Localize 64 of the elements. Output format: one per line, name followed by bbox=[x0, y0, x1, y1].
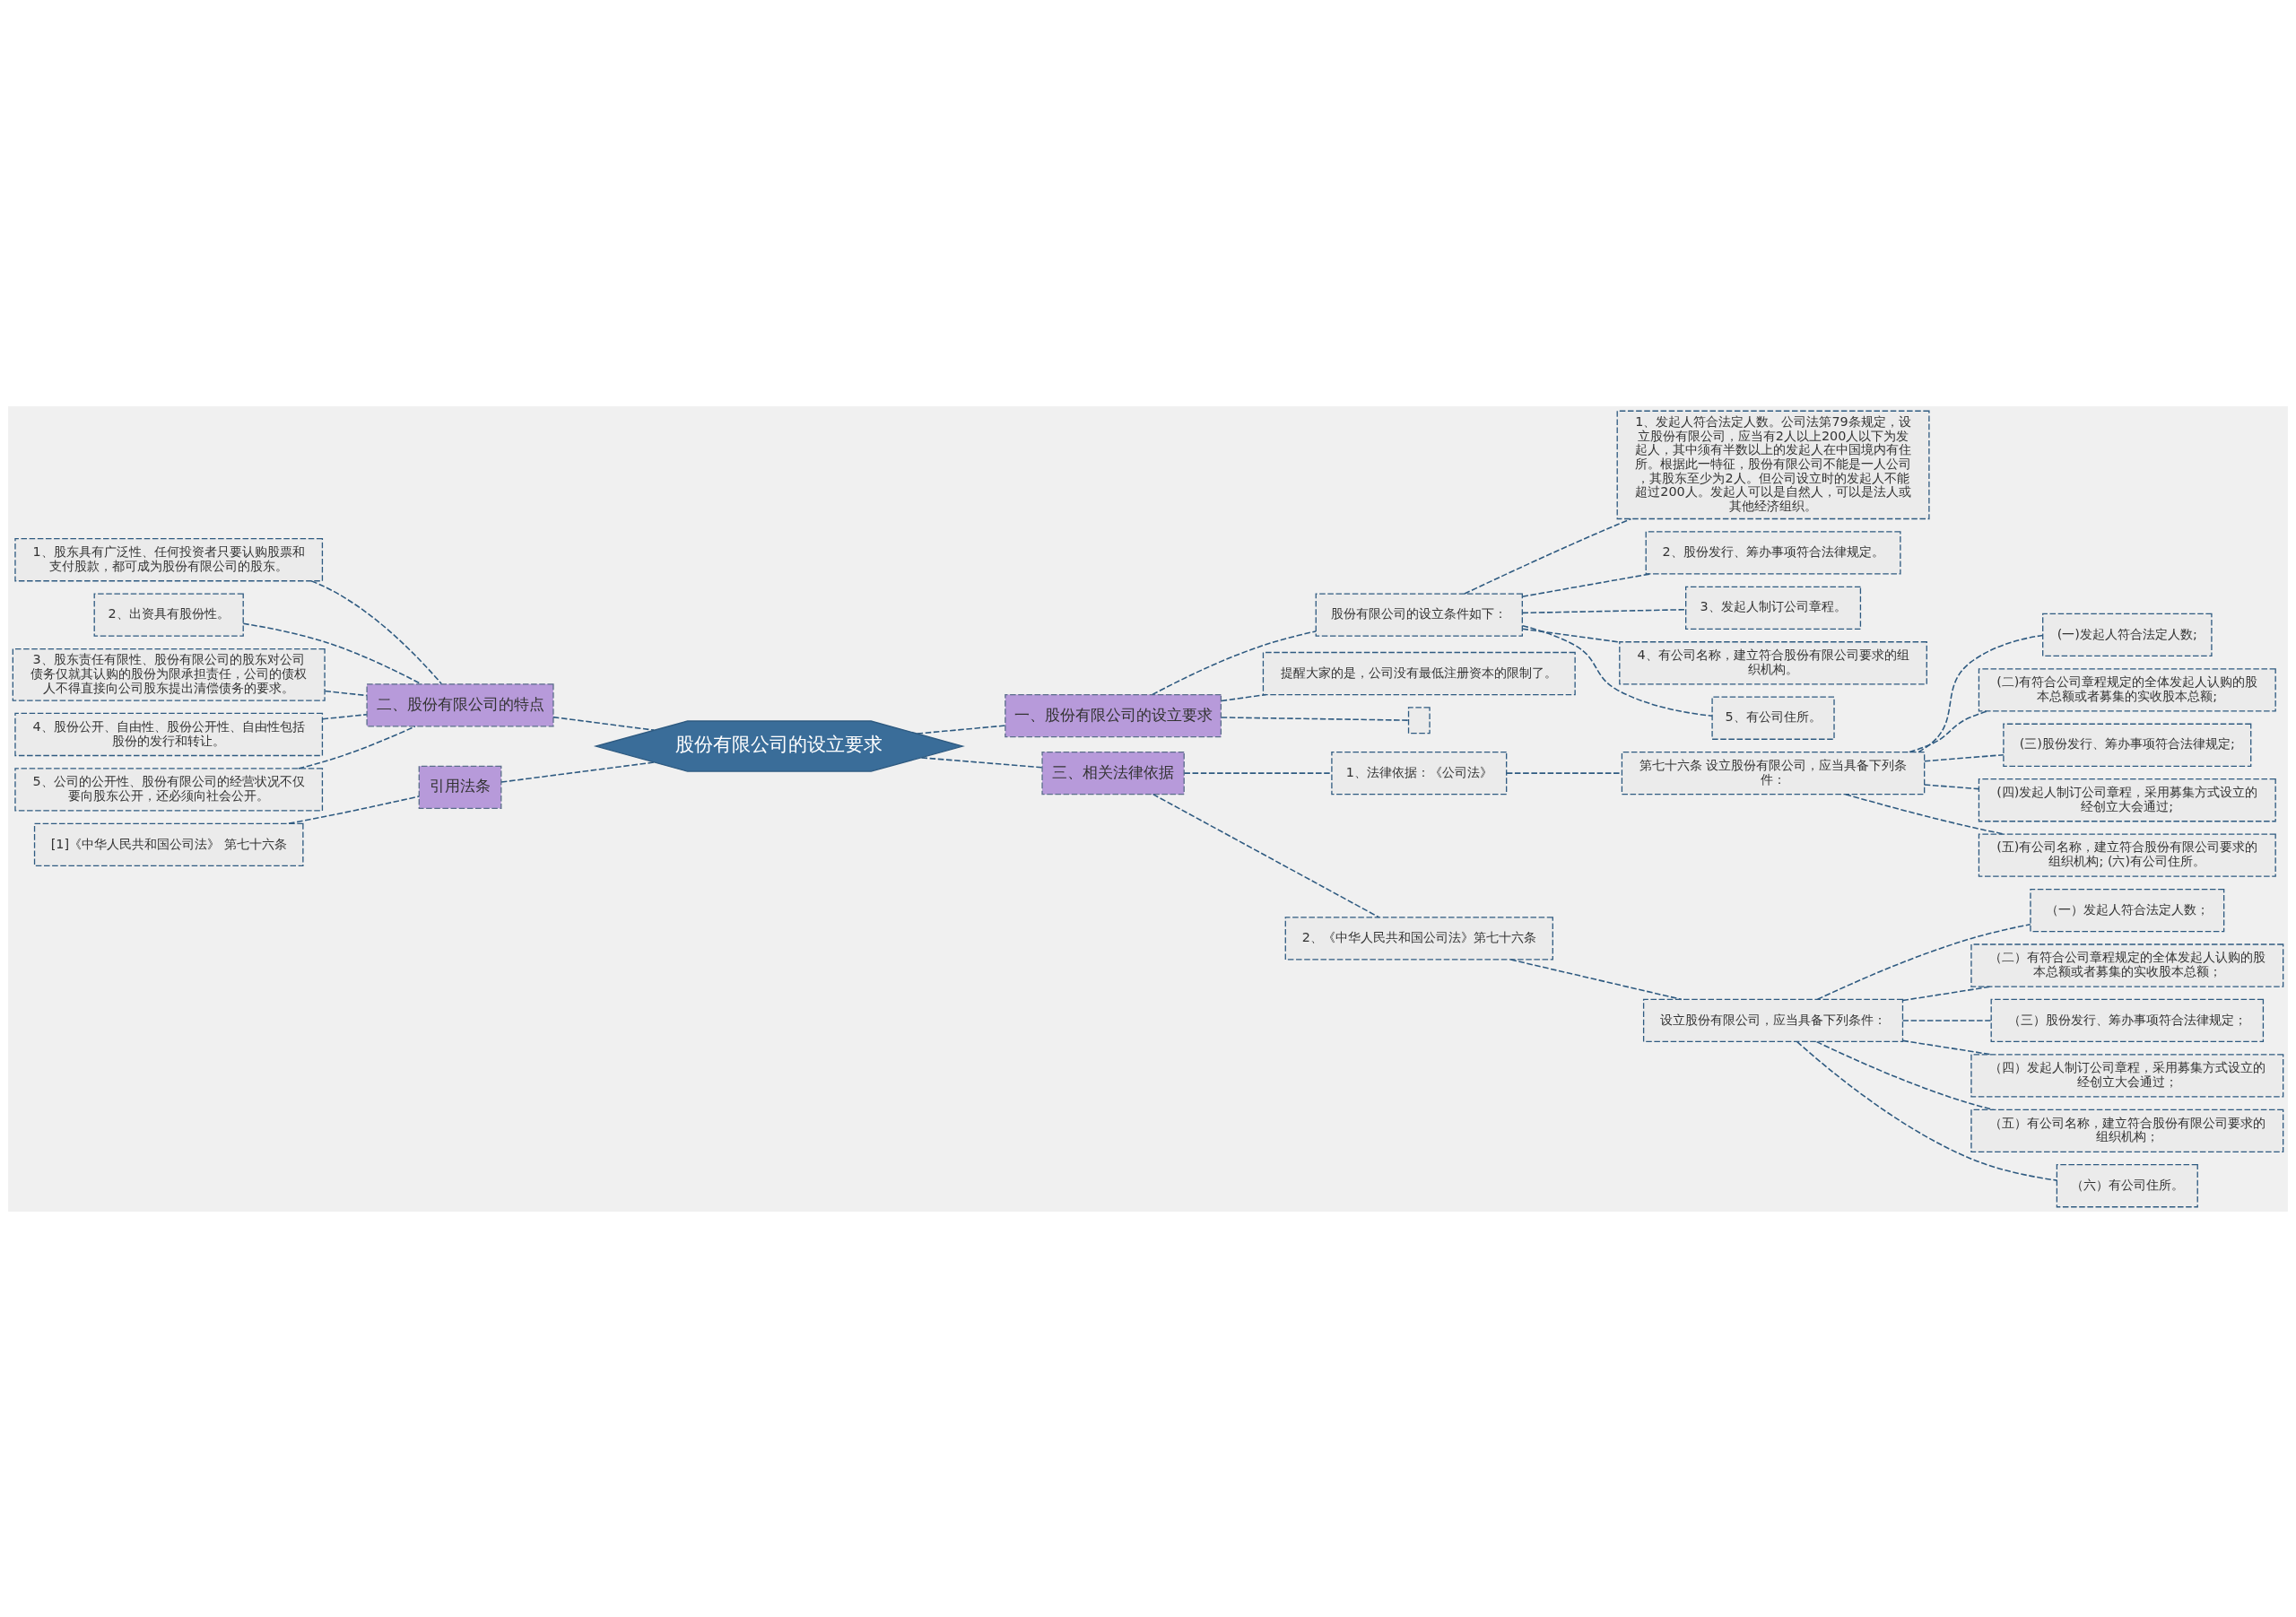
node-box: 5、有公司住所。 bbox=[1711, 696, 1835, 740]
connector bbox=[1924, 753, 2005, 761]
connector bbox=[297, 725, 416, 769]
node-box: 5、公司的公开性、股份有限公司的经营状况不仅要向股东公开，还必须向社会公开。 bbox=[14, 767, 324, 812]
node-box: 1、法律依据：《公司法》 bbox=[1331, 751, 1508, 795]
connector bbox=[1796, 1040, 2058, 1181]
node-box: （五）有公司名称，建立符合股份有限公司要求的组织机构； bbox=[1970, 1108, 2284, 1152]
node-box: （二）有符合公司章程规定的全体发起人认购的股本总额或者募集的实收股本总额； bbox=[1970, 943, 2284, 987]
node-box: 2、股份发行、筹办事项符合法律规定。 bbox=[1645, 530, 1901, 575]
node-box: 1、发起人符合法定人数。公司法第79条规定，设立股份有限公司，应当有2人以上200人以下为发起人，其中须有半数以上的发起人在中国境内有住所。根据此一特征，股份有限公司不能是一人公司，其股东至少为2人。但公司设立时的发起人不能超过200人。发起人可以是自然人，可以是法人或其他经济组织。 bbox=[1616, 410, 1930, 519]
connector bbox=[920, 756, 1043, 769]
node-box: (五)有公司名称，建立符合股份有限公司要求的组织机构; (六)有公司住所。 bbox=[1978, 832, 2276, 877]
node-box: [1]《中华人民共和国公司法》 第七十六条 bbox=[33, 822, 304, 866]
connector bbox=[1521, 608, 1687, 613]
connector bbox=[1901, 1039, 1992, 1056]
node-box: 3、股东责任有限性、股份有限公司的股东对公司债务仅就其认购的股份为限承担责任，公司的债权人不得直接向公司股东提出清偿债务的要求。 bbox=[12, 648, 326, 701]
connector bbox=[321, 713, 368, 720]
node-box: (二)有符合公司章程规定的全体发起人认购的股本总额或者募集的实收股本总额; bbox=[1978, 667, 2276, 711]
node-box: 二、股份有限公司的特点 bbox=[366, 682, 554, 726]
connector bbox=[288, 795, 421, 824]
node-box: 1、股东具有广泛性、任何投资者只要认购股票和支付股款，都可成为股份有限公司的股东。 bbox=[14, 537, 324, 581]
connector bbox=[1901, 985, 1992, 1001]
node-box: 第七十六条 设立股份有限公司，应当具备下列条件： bbox=[1621, 751, 1926, 795]
node-box: 4、有公司名称，建立符合股份有限公司要求的组织机构。 bbox=[1619, 640, 1927, 684]
node-box: （四）发起人制订公司章程，采用募集方式设立的经创立大会通过； bbox=[1970, 1053, 2284, 1098]
node-box: (一)发起人符合法定人数; bbox=[2042, 613, 2213, 656]
node-box: 设立股份有限公司，应当具备下列条件： bbox=[1642, 998, 1904, 1042]
node-box bbox=[1407, 706, 1431, 734]
node-box: 一、股份有限公司的设立要求 bbox=[1004, 693, 1222, 737]
connector bbox=[1221, 716, 1410, 721]
connector bbox=[1924, 783, 1979, 789]
node-box: 股份有限公司的设立条件如下： bbox=[1315, 593, 1523, 637]
connector bbox=[1901, 1019, 1992, 1021]
node-box: (四)发起人制订公司章程，采用募集方式设立的经创立大会通过; bbox=[1978, 778, 2276, 822]
node-box: 三、相关法律依据 bbox=[1041, 751, 1185, 795]
node-box: 4、股份公开、自由性、股份公开性、自由性包括股份的发行和转让。 bbox=[14, 712, 324, 756]
connector bbox=[1909, 709, 1988, 752]
node-box: （三）股份发行、筹办事项符合法律规定； bbox=[1990, 998, 2265, 1042]
connector bbox=[1152, 793, 1380, 918]
connector bbox=[1464, 517, 1632, 595]
connector bbox=[1509, 958, 1683, 1000]
connector bbox=[1521, 627, 1621, 643]
node-box: (三)股份发行、筹办事项符合法律规定; bbox=[2003, 723, 2252, 767]
node-box: 2、出资具有股份性。 bbox=[93, 593, 244, 637]
connector bbox=[552, 716, 655, 731]
connector bbox=[1816, 923, 2031, 1000]
connector bbox=[500, 761, 655, 783]
connector bbox=[1521, 572, 1651, 597]
connector bbox=[1152, 630, 1317, 695]
connector bbox=[1521, 624, 1713, 717]
node-box: 提醒大家的是，公司没有最低注册资本的限制了。 bbox=[1262, 651, 1576, 695]
node-box: （六）有公司住所。 bbox=[2056, 1163, 2198, 1207]
connector bbox=[916, 724, 1006, 735]
connector bbox=[1221, 693, 1267, 701]
connector bbox=[324, 690, 368, 696]
connector bbox=[1844, 793, 2005, 835]
node-box: 2、《中华人民共和国公司法》第七十六条 bbox=[1284, 916, 1553, 961]
connector bbox=[1918, 634, 2044, 752]
node-box: 3、发起人制订公司章程。 bbox=[1685, 586, 1862, 630]
connector bbox=[1506, 771, 1622, 774]
node-box: 引用法条 bbox=[418, 765, 502, 809]
node-box: （一）发起人符合法定人数； bbox=[2030, 888, 2225, 932]
connector bbox=[1183, 771, 1333, 774]
connector bbox=[310, 579, 442, 684]
